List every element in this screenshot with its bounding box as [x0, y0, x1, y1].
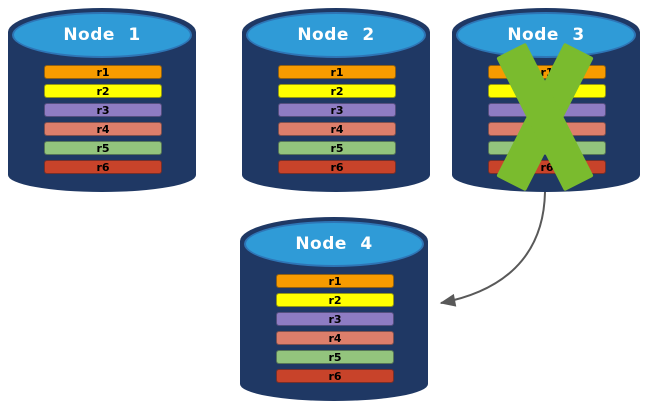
replica-bar: r4: [278, 122, 396, 136]
node-title: Node 3: [507, 25, 585, 45]
replica-bar: r2: [278, 84, 396, 98]
node-4: Node 4 r1 r2 r3 r4 r5 r6: [240, 217, 428, 401]
replica-stack: r1 r2 r3 r4 r5 r6: [44, 65, 162, 179]
replica-bar-label: r6: [540, 160, 554, 174]
cylinder-top: Node 3: [456, 12, 636, 58]
replica-bar-label: r2: [330, 84, 344, 98]
node-title: Node 2: [297, 25, 375, 45]
replica-bar: r1: [276, 274, 394, 288]
cylinder-top: Node 1: [12, 12, 192, 58]
replica-bar-label: r3: [330, 103, 344, 117]
node-3: Node 3 r1 r2 r3 r4 r5 r6: [452, 8, 640, 192]
replica-bar: r5: [278, 141, 396, 155]
cylinder-top: Node 4: [244, 221, 424, 267]
replica-bar: r1: [278, 65, 396, 79]
replica-bar: r4: [276, 331, 394, 345]
failure-x-icon: [495, 39, 595, 195]
replica-bar: r6: [276, 369, 394, 383]
replica-bar-label: r6: [328, 369, 342, 383]
replica-bar-label: r4: [328, 331, 342, 345]
node-title: Node 1: [63, 25, 141, 45]
node-1: Node 1 r1 r2 r3 r4 r5 r6: [8, 8, 196, 192]
replica-bar-label: r2: [96, 84, 110, 98]
replica-bar: r5: [276, 350, 394, 364]
replica-bar-label: r1: [540, 65, 554, 79]
replica-bar-label: r4: [96, 122, 110, 136]
replica-bar: r2: [44, 84, 162, 98]
replica-bar-label: r1: [96, 65, 110, 79]
replica-bar-label: r5: [330, 141, 344, 155]
replica-bar: r3: [276, 312, 394, 326]
replica-bar-label: r6: [330, 160, 344, 174]
replica-bar-label: r3: [96, 103, 110, 117]
replica-bar-label: r2: [328, 293, 342, 307]
replica-stack: r1 r2 r3 r4 r5 r6: [278, 65, 396, 179]
replica-bar-label: r1: [328, 274, 342, 288]
replica-bar: r3: [278, 103, 396, 117]
node-2: Node 2 r1 r2 r3 r4 r5 r6: [242, 8, 430, 192]
replica-bar: r5: [44, 141, 162, 155]
node-title: Node 4: [295, 234, 373, 254]
cylinder-top: Node 2: [246, 12, 426, 58]
arrow-curve: [439, 191, 546, 307]
replica-bar: r4: [44, 122, 162, 136]
replica-bar-label: r4: [330, 122, 344, 136]
replica-bar: r1: [44, 65, 162, 79]
replica-bar: r6: [44, 160, 162, 174]
replica-stack: r1 r2 r3 r4 r5 r6: [276, 274, 394, 388]
replica-bar: r6: [278, 160, 396, 174]
replica-bar-label: r3: [328, 312, 342, 326]
replica-bar: r2: [276, 293, 394, 307]
replica-bar-label: r5: [328, 350, 342, 364]
replica-bar-label: r1: [330, 65, 344, 79]
replica-bar-label: r6: [96, 160, 110, 174]
replica-bar-label: r5: [96, 141, 110, 155]
replica-bar: r3: [44, 103, 162, 117]
